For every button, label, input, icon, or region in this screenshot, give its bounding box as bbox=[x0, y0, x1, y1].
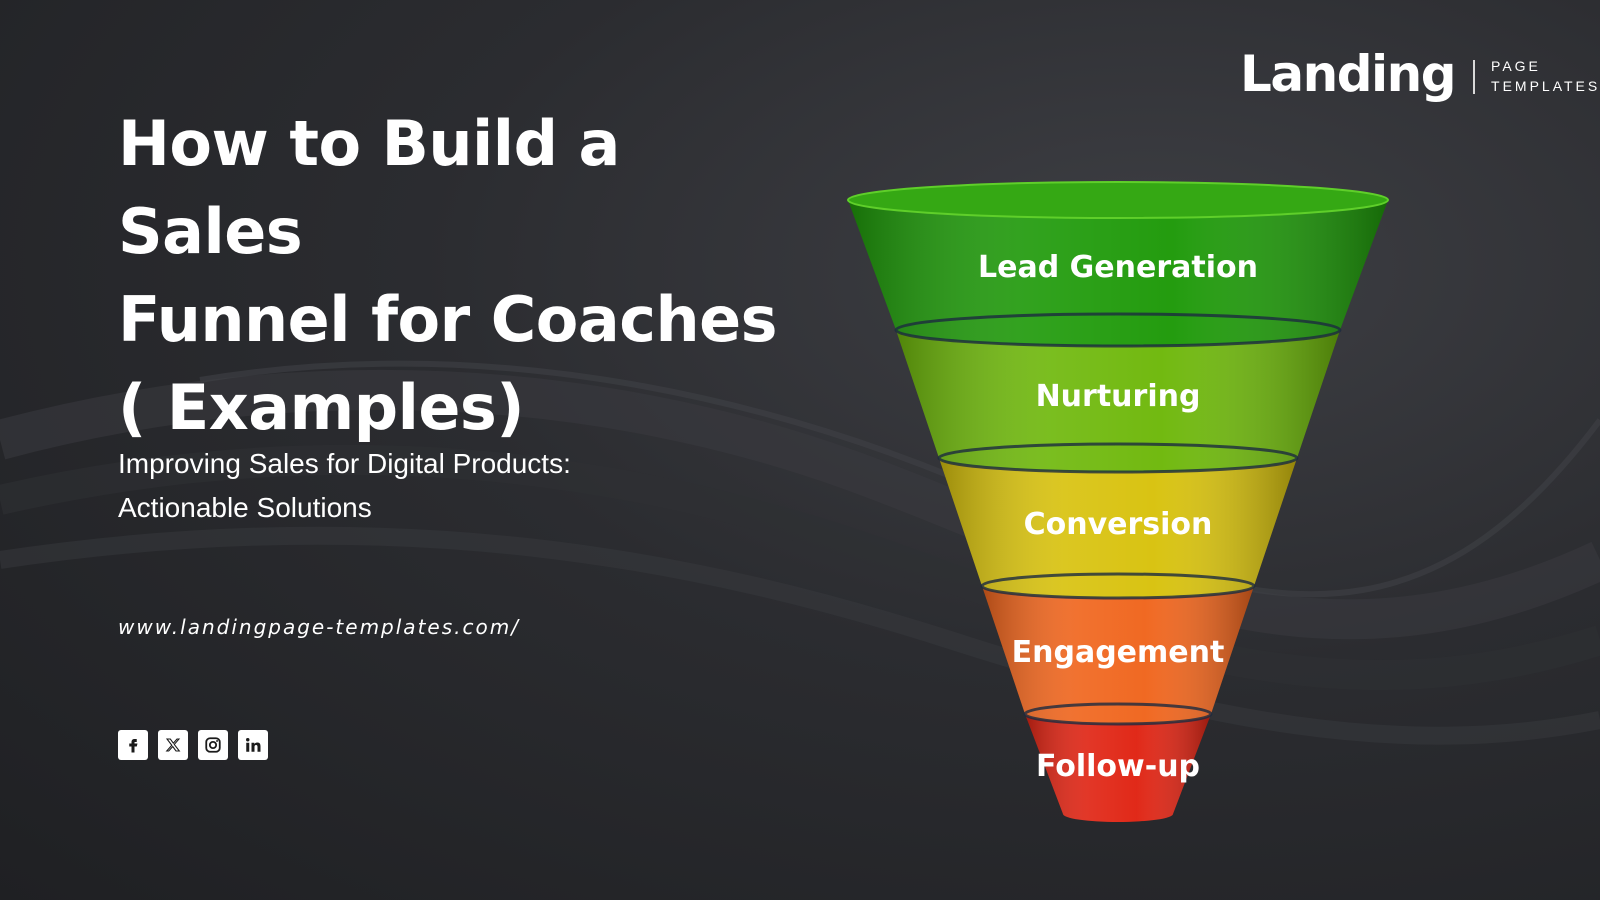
title-line-3: ( Examples) bbox=[118, 371, 525, 444]
linkedin-icon bbox=[246, 738, 261, 752]
title-line-2: Funnel for Coaches bbox=[118, 283, 778, 356]
logo-divider bbox=[1473, 60, 1476, 94]
brand-logo[interactable]: Landing PAGE TEMPLATES bbox=[1240, 44, 1600, 104]
funnel-stage-shading bbox=[896, 330, 1340, 472]
website-url[interactable]: www.landingpage-templates.com/ bbox=[118, 615, 520, 639]
funnel-stage-label: Follow-up bbox=[1036, 749, 1200, 784]
subtitle: Improving Sales for Digital Products: Ac… bbox=[118, 442, 571, 530]
brand-sub-line-2: TEMPLATES bbox=[1491, 78, 1600, 94]
funnel-stage-rim bbox=[894, 312, 1342, 348]
funnel-stage-rim bbox=[937, 442, 1299, 474]
instagram-icon bbox=[205, 737, 221, 753]
funnel-stage-rim bbox=[1023, 702, 1213, 726]
funnel-stage-label: Engagement bbox=[1012, 635, 1225, 670]
subtitle-line-2: Actionable Solutions bbox=[118, 492, 372, 523]
sales-funnel: Lead GenerationNurturingConversionEngage… bbox=[847, 181, 1389, 822]
funnel-stage-shading bbox=[1025, 714, 1211, 822]
x-icon bbox=[165, 738, 181, 752]
linkedin-link[interactable] bbox=[238, 730, 268, 760]
funnel-stage-rim bbox=[980, 572, 1256, 600]
funnel-stage-label: Lead Generation bbox=[978, 250, 1258, 285]
subtitle-line-1: Improving Sales for Digital Products: bbox=[118, 448, 571, 479]
title-line-1: How to Build a Sales bbox=[118, 107, 620, 268]
funnel-stage-label: Conversion bbox=[1024, 507, 1213, 542]
funnel-stage-shading bbox=[848, 200, 1388, 346]
funnel-stage-label: Nurturing bbox=[1036, 379, 1201, 414]
brand-sub-line-1: PAGE bbox=[1491, 58, 1541, 74]
funnel-top-opening bbox=[847, 181, 1389, 219]
instagram-link[interactable] bbox=[198, 730, 228, 760]
x-link[interactable] bbox=[158, 730, 188, 760]
brand-name: Landing bbox=[1240, 45, 1457, 103]
brand-subtitle: PAGE TEMPLATES bbox=[1491, 56, 1600, 96]
facebook-link[interactable] bbox=[118, 730, 148, 760]
funnel-stage-shading bbox=[982, 586, 1254, 724]
page-title: How to Build a Sales Funnel for Coaches … bbox=[118, 100, 818, 452]
social-links bbox=[118, 730, 268, 760]
facebook-icon bbox=[129, 739, 138, 753]
funnel-stage-shading bbox=[939, 458, 1297, 598]
